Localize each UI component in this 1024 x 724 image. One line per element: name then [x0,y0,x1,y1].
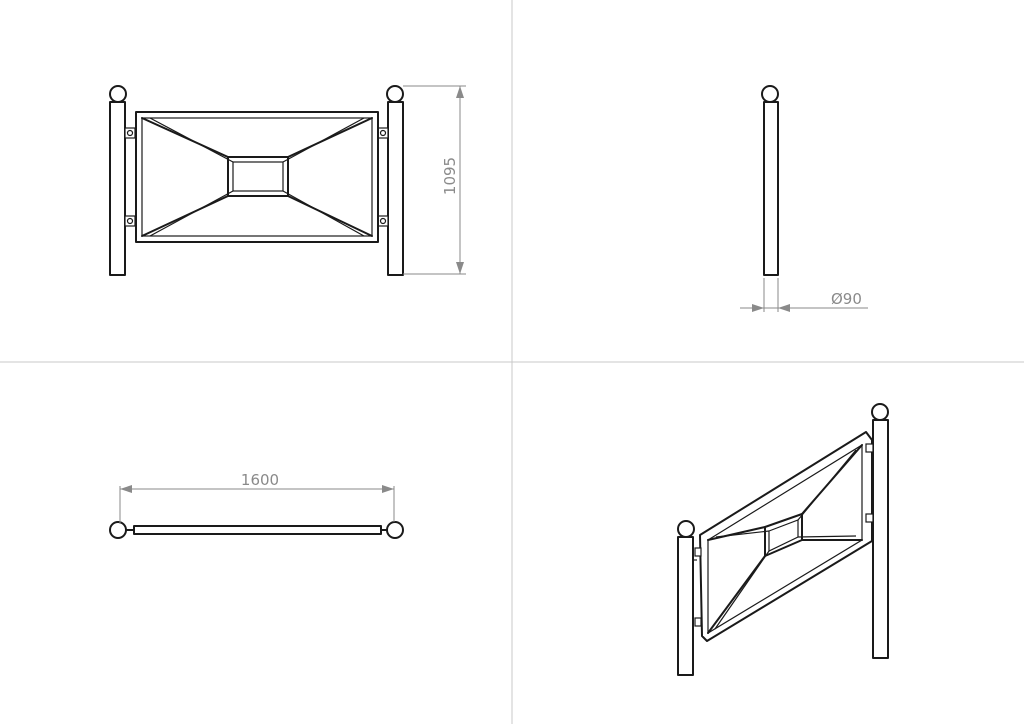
top-view: 1600 [109,471,404,539]
iso-panel [694,431,874,642]
isometric-view [677,403,889,676]
iso-left-post [677,520,697,676]
diameter-dimension: Ø90 [740,278,868,312]
side-view: Ø90 [740,85,868,312]
left-post [109,85,127,276]
iso-right-post [871,403,889,659]
panel-frame [135,111,379,243]
diameter-dimension-label: Ø90 [831,290,862,308]
right-post [386,85,404,276]
height-dimension-label: 1095 [441,157,459,195]
width-dimension: 1600 [119,471,395,524]
mounting-brackets [124,127,389,227]
height-dimension: 1095 [403,85,466,275]
front-view: 1095 [109,85,466,276]
width-dimension-label: 1600 [241,471,279,489]
